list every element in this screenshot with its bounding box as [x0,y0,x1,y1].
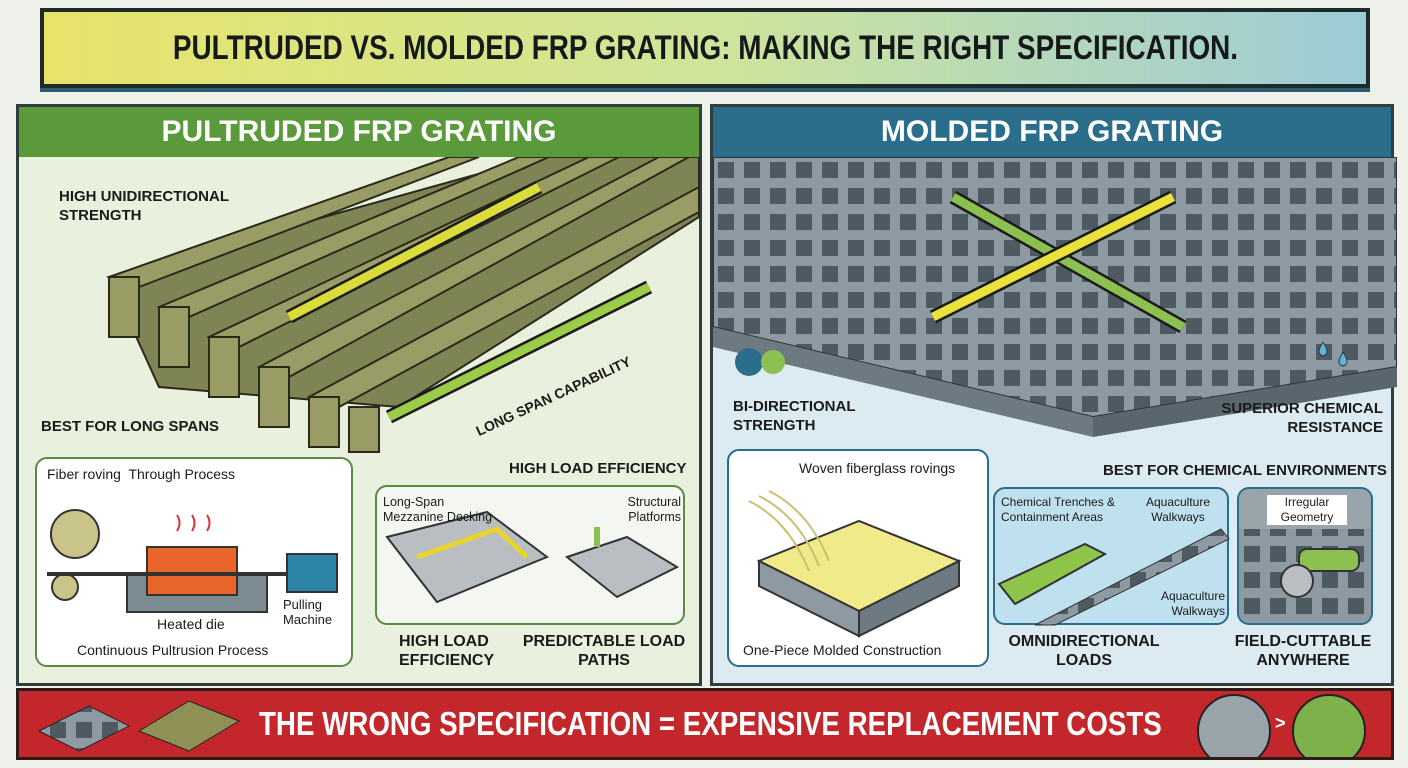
app-platforms-label: Structural Platforms [627,495,682,524]
molded-panel: MOLDED FRP GRATING BI-DIRECTIONAL STRENG… [710,104,1397,686]
pultrusion-process-box: Fiber roving Through Process Heated die … [35,457,353,667]
pulling-machine-label: Pulling Machine [283,597,333,627]
process-caption: Continuous Pultrusion Process [77,642,269,658]
field-cut-box: Irregular Geometry [1237,487,1373,625]
heated-die-label: Heated die [157,616,225,632]
compare-symbol: > [1275,713,1286,733]
callout-high-unidirectional-strength: HIGH UNIDIRECTIONAL STRENGTH [59,188,229,224]
benefit-field-cuttable: FIELD-CUTTABLE ANYWHERE [1234,633,1372,669]
callout-best-long-spans: BEST FOR LONG SPANS [41,418,220,435]
benefit-high-load: HIGH LOAD EFFICIENCY [399,633,495,669]
app-mezzanine-label: Long-Span Mezzanine Decking [383,495,493,524]
mold-illustration [748,490,962,638]
process-title: Fiber roving Through Process [47,466,236,482]
callout-chemical-resistance: SUPERIOR CHEMICAL RESISTANCE [1221,400,1383,436]
chemical-icons [735,341,1348,376]
molded-grating-illustration [713,157,1397,437]
app-trenches-label: Chemical Trenches & Containment Areas [1001,495,1116,524]
trench-walkway-illustration [997,528,1230,626]
benefit-predictable-paths: PREDICTABLE LOAD PATHS [522,633,686,669]
warning-banner: THE WRONG SPECIFICATION = EXPENSIVE REPL… [16,688,1394,760]
applications-box: Long-Span Mezzanine Decking Structural P… [375,485,685,625]
applications-box: Chemical Trenches & Containment Areas Aq… [993,487,1230,626]
app-irregular-label: Irregular Geometry [1267,495,1347,525]
mold-box: Woven fiberglass rovings One-Piece Molde… [727,449,989,667]
callout-bi-directional: BI-DIRECTIONAL STRENGTH [733,398,856,434]
mold-caption: One-Piece Molded Construction [743,642,942,658]
title-banner: PULTRUDED VS. MOLDED FRP GRATING: MAKING… [40,8,1370,88]
high-load-heading: HIGH LOAD EFFICIENCY [509,460,687,477]
app-aquaculture-label-2: Aquaculture Walkways [1160,589,1225,618]
pultruded-panel: PULTRUDED FRP GRATING HIGH UNIDIRECTIONA… [16,104,702,686]
pultruded-header: PULTRUDED FRP GRATING [19,107,699,157]
grinder-illustration [1239,529,1371,623]
pultruded-grating-illustration [105,157,700,453]
grating-samples-icon [37,700,241,752]
chemical-env-heading: BEST FOR CHEMICAL ENVIRONMENTS [1103,462,1387,479]
woven-rovings-label: Woven fiberglass rovings [799,460,956,476]
molded-header: MOLDED FRP GRATING [713,107,1391,157]
warning-message: THE WRONG SPECIFICATION = EXPENSIVE REPL… [259,705,1162,742]
pultrusion-machine-illustration [47,509,338,613]
platform-illustration [385,510,680,604]
comparison-icons [1197,694,1366,757]
page-title: PULTRUDED VS. MOLDED FRP GRATING: MAKING… [172,28,1238,67]
benefit-omnidirectional: OMNIDIRECTIONAL LOADS [1008,633,1160,669]
app-aquaculture-label: Aquaculture Walkways [1145,495,1211,524]
